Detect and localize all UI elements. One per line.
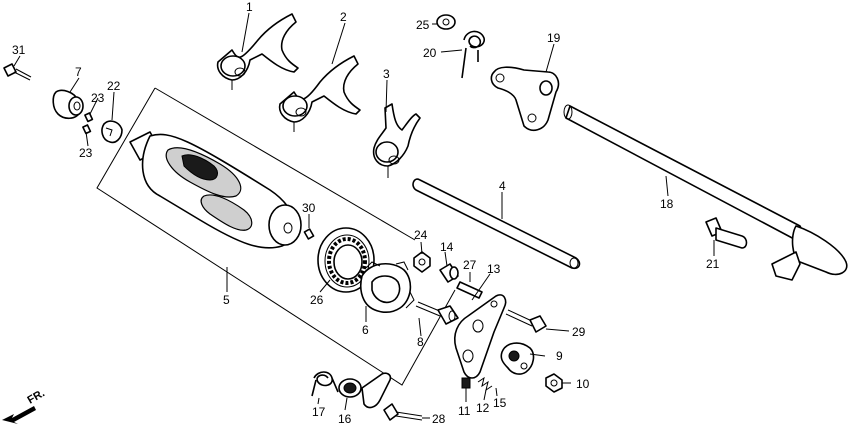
- bolt-28: [383, 403, 423, 421]
- callout-29: 29: [572, 325, 586, 339]
- callout-labels: 1 2 3 4 5 6 7 8 9 10 11 12 13 14 15 16 1…: [12, 0, 720, 426]
- shift-drum-center-6: [359, 261, 415, 313]
- callout-14: 14: [440, 240, 454, 254]
- bearing-26: [317, 227, 375, 293]
- shift-fork-2: [278, 55, 361, 132]
- nut-10: [545, 373, 563, 393]
- collar-14: [439, 263, 459, 283]
- shift-fork-3: [372, 103, 421, 178]
- callout-9: 9: [556, 349, 563, 363]
- callout-28: 28: [432, 412, 446, 426]
- shift-fork-1: [216, 13, 299, 90]
- fork-shaft: [412, 178, 581, 270]
- spring-17: [311, 371, 339, 397]
- callout-25: 25: [416, 18, 430, 32]
- bolt-8: [415, 301, 459, 325]
- callout-12: 12: [476, 401, 490, 415]
- pin-27: [456, 281, 483, 299]
- pin-30: [303, 228, 315, 240]
- front-direction-indicator: FR.: [2, 387, 47, 424]
- bolt-29: [505, 309, 547, 333]
- spring-20: [461, 30, 485, 79]
- stopper-plate-19: [490, 66, 560, 132]
- spring-16: [338, 378, 362, 398]
- callout-23-top: 23: [91, 91, 105, 105]
- callout-22: 22: [107, 79, 121, 93]
- bolt-21: [705, 217, 748, 249]
- callout-17: 17: [312, 405, 326, 419]
- callout-31: 31: [12, 43, 26, 57]
- roller-11: [461, 377, 471, 389]
- shift-drum: [129, 131, 302, 249]
- callout-23-bottom: 23: [79, 146, 93, 160]
- callout-3: 3: [383, 67, 390, 81]
- callout-5: 5: [223, 293, 230, 307]
- callout-30: 30: [302, 201, 316, 215]
- pins-23: [82, 112, 94, 135]
- callout-13: 13: [487, 262, 501, 276]
- callout-11: 11: [458, 404, 471, 418]
- stopper-arm-9: [500, 342, 535, 375]
- leader-lines: [13, 12, 715, 419]
- bolt-31: [3, 63, 32, 81]
- stopper-plate-13: [453, 294, 507, 379]
- callout-1: 1: [246, 0, 253, 14]
- collar-24: [413, 251, 431, 273]
- fr-label: FR.: [26, 387, 47, 406]
- shift-arm: [361, 372, 392, 409]
- callout-20: 20: [423, 46, 437, 60]
- callout-10: 10: [576, 377, 590, 391]
- callout-24: 24: [414, 228, 428, 242]
- spring-12: [477, 376, 493, 392]
- callout-6: 6: [362, 323, 369, 337]
- fr-arrow-icon: [2, 406, 36, 424]
- callout-19: 19: [547, 31, 561, 45]
- callout-21: 21: [706, 257, 720, 271]
- callout-7: 7: [75, 65, 82, 79]
- drum-group-bracket: [96, 87, 456, 386]
- gearshift-spindle-18: [563, 104, 848, 281]
- callout-4: 4: [499, 179, 506, 193]
- callout-2: 2: [340, 10, 347, 24]
- callout-15: 15: [493, 396, 507, 410]
- washer-25: [436, 14, 456, 30]
- callout-27: 27: [463, 258, 477, 272]
- callout-26: 26: [310, 293, 324, 307]
- cam-22: [101, 120, 123, 144]
- callout-8: 8: [417, 335, 424, 349]
- callout-16: 16: [338, 412, 352, 426]
- callout-18: 18: [660, 197, 674, 211]
- collar-7: [52, 89, 84, 120]
